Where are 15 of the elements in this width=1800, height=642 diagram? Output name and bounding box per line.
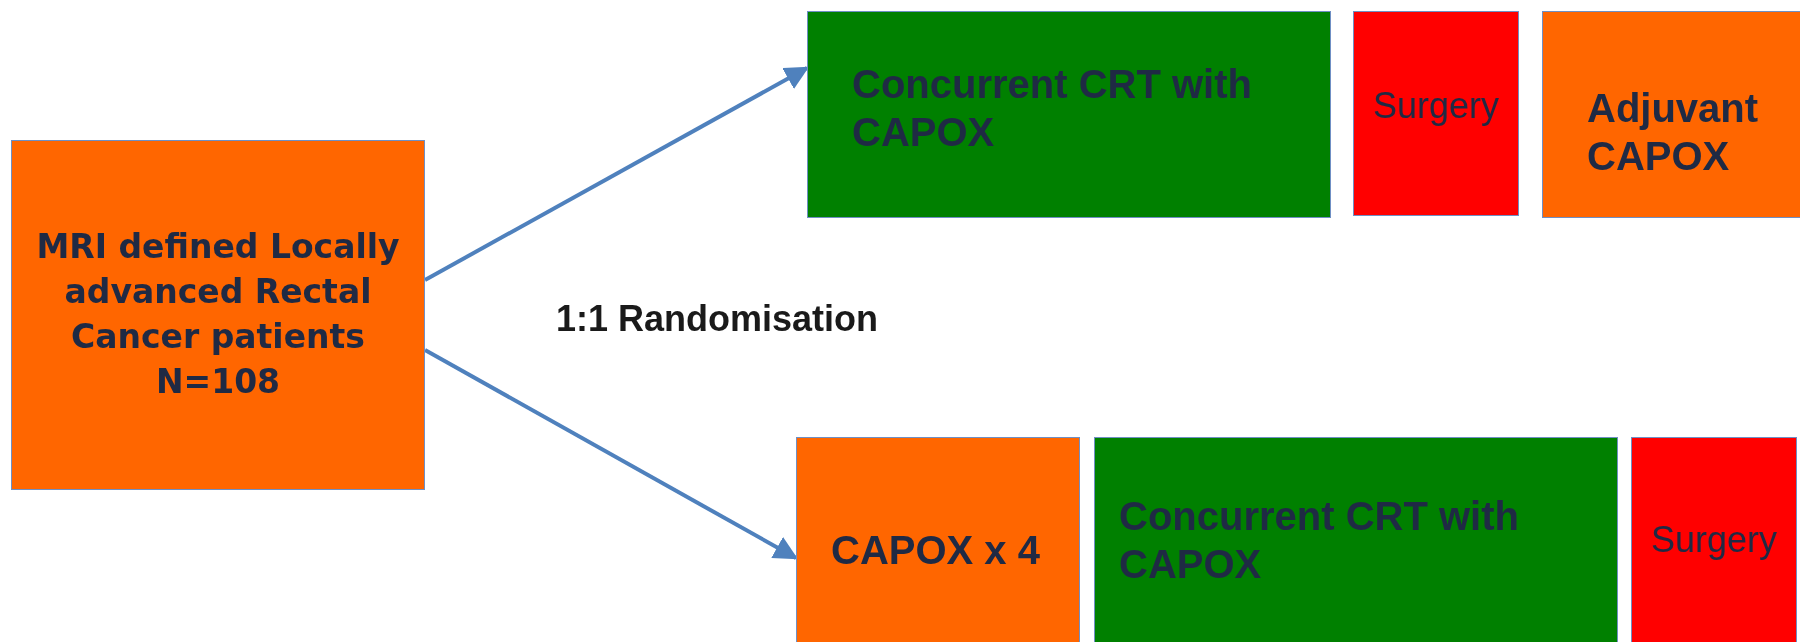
box-text: Concurrent CRT with CAPOX bbox=[852, 61, 1253, 156]
box-text: Concurrent CRT with CAPOX bbox=[1119, 493, 1520, 588]
treatment-box bbox=[807, 11, 1331, 218]
box-text: Surgery bbox=[1371, 84, 1501, 128]
patient-box bbox=[11, 140, 425, 490]
surgery-box bbox=[1631, 437, 1797, 642]
treatment-box bbox=[1094, 437, 1618, 642]
randomisation-label: 1:1 Randomisation bbox=[556, 298, 879, 340]
surgery-box bbox=[1353, 11, 1519, 216]
treatment-box bbox=[1542, 11, 1800, 218]
box-text: Adjuvant CAPOX bbox=[1587, 85, 1760, 180]
treatment-box bbox=[796, 437, 1080, 642]
box-text: Surgery bbox=[1649, 518, 1779, 562]
box-text: CAPOX x 4 bbox=[831, 527, 1041, 574]
box-text: MRI defined Locally advanced Rectal Cancer patients N=108 bbox=[35, 226, 401, 403]
